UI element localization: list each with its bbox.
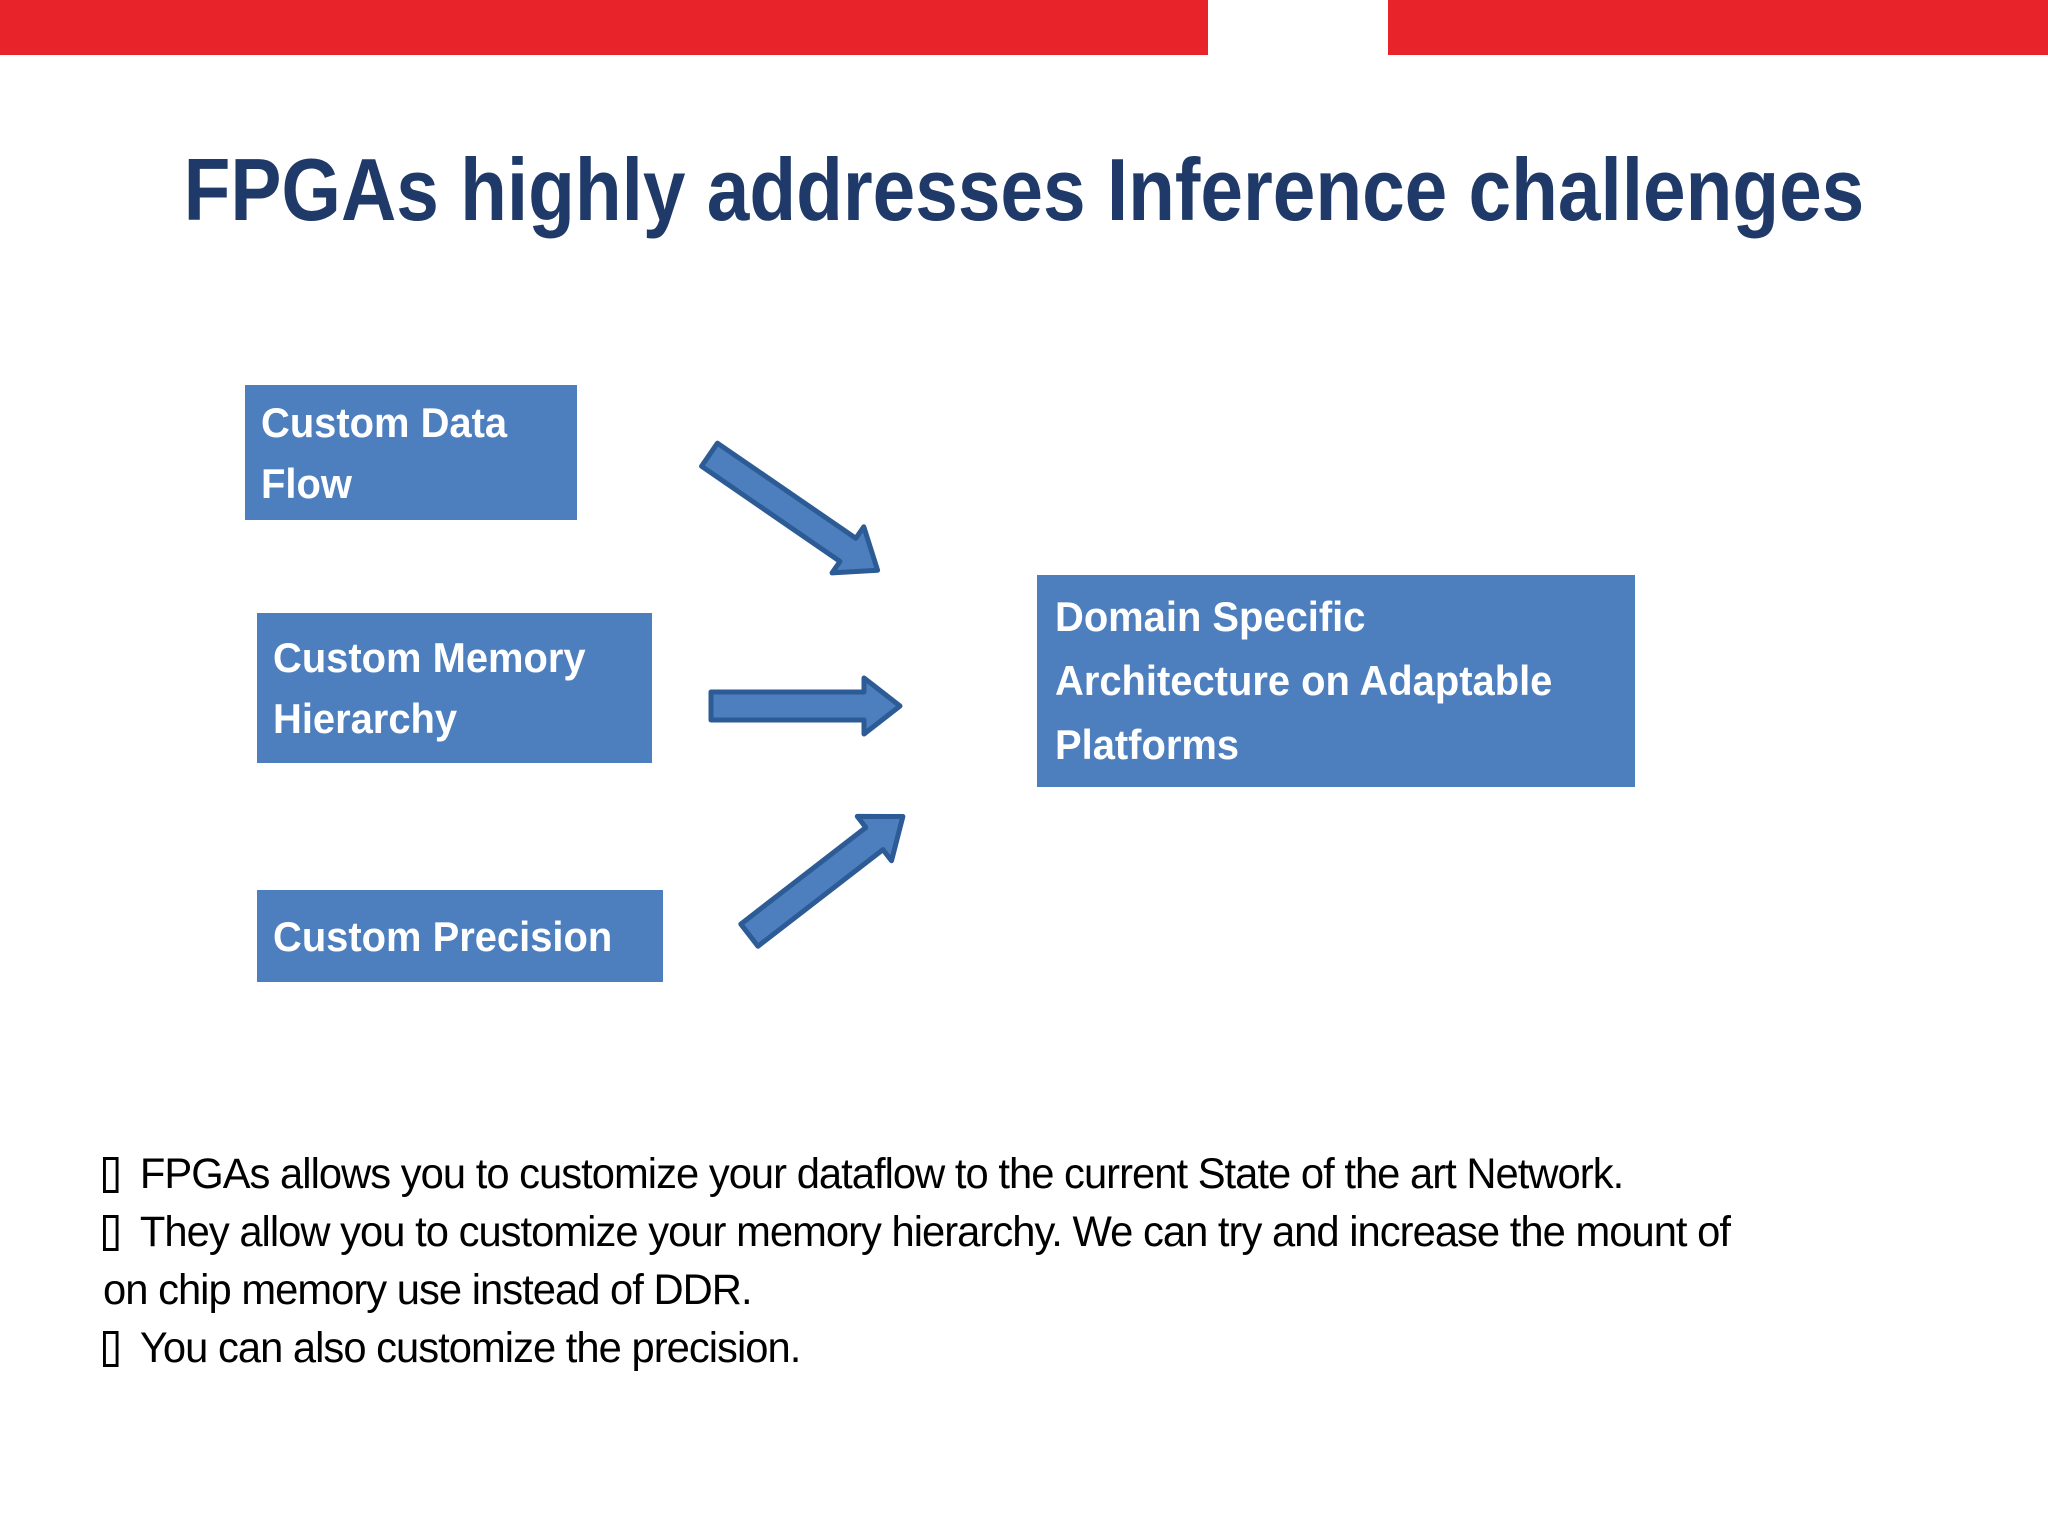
missing-glyph-bullet-icon <box>103 1331 119 1367</box>
box-domain-specific-architecture: Domain Specific Architecture on Adaptabl… <box>1037 575 1635 787</box>
note-line: FPGAs allows you to customize your dataf… <box>103 1145 2003 1203</box>
box-domain-specific-architecture-label: Domain Specific Architecture on Adaptabl… <box>1055 593 1553 768</box>
note-text: They allow you to customize your memory … <box>139 1208 1731 1256</box>
notes-block: FPGAs allows you to customize your dataf… <box>103 1145 2003 1377</box>
note-text: You can also customize the precision. <box>139 1324 801 1372</box>
note-line: They allow you to customize your memory … <box>103 1203 2003 1261</box>
arrow-down-right-icon <box>684 420 902 605</box>
arrow-up-right-icon <box>723 783 930 969</box>
top-accent-bar-right <box>1388 0 2048 55</box>
missing-glyph-bullet-icon <box>103 1157 119 1193</box>
box-custom-precision-label: Custom Precision <box>273 912 613 960</box>
note-text: FPGAs allows you to customize your dataf… <box>139 1150 1624 1198</box>
slide-title-text: FPGAs highly addresses Inference challen… <box>183 140 1865 239</box>
box-custom-precision: Custom Precision <box>257 890 663 982</box>
note-line: on chip memory use instead of DDR. <box>103 1261 2003 1319</box>
top-accent-bar-left <box>0 0 1208 55</box>
box-custom-data-flow: Custom Data Flow <box>245 385 577 520</box>
missing-glyph-bullet-icon <box>103 1215 119 1251</box>
note-text: on chip memory use instead of DDR. <box>103 1266 753 1314</box>
arrow-right-icon <box>708 666 903 746</box>
box-custom-data-flow-label: Custom Data Flow <box>261 398 508 507</box>
slide-title: FPGAs highly addresses Inference challen… <box>0 140 2048 240</box>
box-custom-memory-hierarchy: Custom Memory Hierarchy <box>257 613 652 763</box>
box-custom-memory-hierarchy-label: Custom Memory Hierarchy <box>273 634 586 742</box>
note-line: You can also customize the precision. <box>103 1319 2003 1377</box>
